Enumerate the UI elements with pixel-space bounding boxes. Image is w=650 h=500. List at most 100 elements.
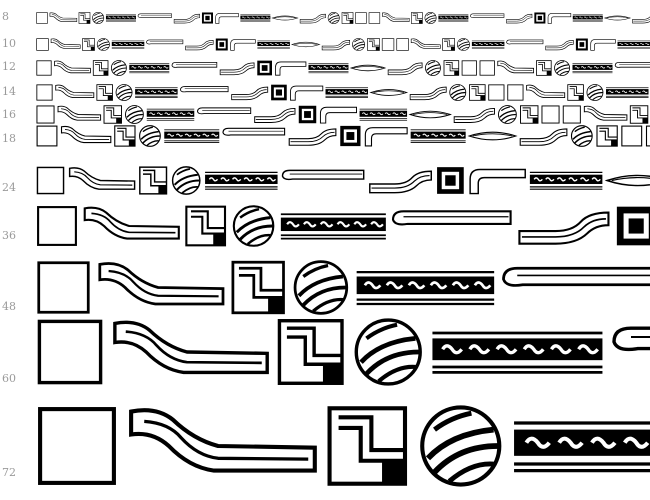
plank-bar-glyph — [506, 39, 544, 45]
framed-square-glyph — [616, 206, 650, 246]
s-curve-bar-glyph — [387, 62, 423, 76]
swoosh-bar-glyph — [60, 125, 112, 144]
corner-square-glyph — [367, 38, 380, 51]
ornament-border-glyph — [129, 63, 170, 74]
swoosh-bar-glyph — [410, 38, 441, 49]
leaf-lens-glyph — [603, 15, 632, 21]
square-frame-glyph — [37, 319, 103, 385]
leaf-lens-glyph — [408, 110, 452, 119]
square-frame-glyph — [396, 38, 409, 51]
marble-ball-glyph — [424, 12, 437, 24]
ornament-border-glyph — [432, 331, 603, 374]
swoosh-bar-glyph — [54, 60, 91, 74]
corner-square-glyph — [114, 125, 136, 147]
marble-ball-glyph — [139, 125, 161, 147]
plank-bar-glyph — [612, 326, 650, 352]
hook-bar-glyph — [230, 39, 256, 51]
swoosh-bar-glyph — [129, 408, 317, 473]
plank-bar-glyph — [470, 13, 505, 18]
size-label-10: 10 — [2, 37, 16, 50]
square-frame-glyph — [36, 12, 48, 24]
square-frame-glyph — [507, 84, 524, 101]
s-curve-bar-glyph — [173, 13, 200, 24]
swoosh-bar-glyph — [83, 206, 180, 240]
swoosh-bar-glyph — [583, 105, 628, 121]
marble-ball-glyph — [425, 60, 441, 76]
hook-bar-glyph — [469, 168, 526, 195]
ornament-border-glyph — [359, 108, 408, 121]
s-curve-bar-glyph — [299, 13, 326, 24]
corner-square-glyph — [596, 125, 618, 147]
corner-square-glyph — [411, 12, 423, 24]
size-label-8: 8 — [2, 10, 9, 23]
size-label-72: 72 — [2, 466, 16, 479]
corner-square-glyph — [78, 12, 91, 24]
glyph-row-60 — [37, 318, 650, 386]
square-frame-glyph — [488, 84, 505, 101]
corner-square-glyph — [96, 84, 113, 101]
square-frame-glyph — [36, 166, 65, 195]
framed-square-glyph — [201, 12, 213, 24]
size-label-48: 48 — [2, 300, 16, 313]
marble-ball-glyph — [354, 318, 422, 386]
ornament-border-glyph — [105, 14, 136, 22]
corner-square-glyph — [567, 84, 584, 101]
glyph-row-10 — [36, 38, 650, 51]
plank-bar-glyph — [614, 62, 650, 68]
leaf-lens-glyph — [271, 15, 299, 21]
ornament-border-glyph — [111, 40, 145, 49]
s-curve-bar-glyph — [231, 86, 269, 101]
size-label-16: 16 — [2, 108, 16, 121]
square-frame-glyph — [36, 105, 55, 124]
marble-ball-glyph — [449, 84, 467, 101]
square-frame-glyph — [36, 60, 52, 76]
corner-square-glyph — [536, 60, 552, 76]
glyph-row-8 — [36, 12, 650, 24]
marble-ball-glyph — [293, 260, 349, 315]
hook-bar-glyph — [364, 127, 408, 147]
corner-square-glyph — [520, 105, 539, 124]
framed-square-glyph — [257, 60, 272, 76]
corner-square-glyph — [469, 84, 486, 101]
plank-bar-glyph — [222, 127, 286, 136]
s-curve-bar-glyph — [369, 170, 432, 194]
corner-square-glyph — [442, 38, 455, 51]
leaf-lens-glyph — [467, 131, 518, 141]
swoosh-bar-glyph — [526, 84, 566, 99]
square-frame-glyph — [621, 125, 643, 147]
swoosh-bar-glyph — [55, 84, 95, 99]
size-label-60: 60 — [2, 372, 16, 385]
ornament-border-glyph — [606, 87, 649, 98]
ornament-border-glyph — [617, 40, 650, 49]
size-label-18: 18 — [2, 132, 16, 145]
marble-ball-glyph — [92, 12, 105, 24]
s-curve-bar-glyph — [506, 13, 533, 24]
square-frame-glyph — [461, 60, 477, 76]
swoosh-bar-glyph — [382, 12, 410, 22]
ornament-border-glyph — [514, 421, 650, 473]
plank-bar-glyph — [281, 169, 365, 181]
swoosh-bar-glyph — [49, 12, 78, 22]
glyph-row-12 — [36, 60, 650, 76]
marble-ball-glyph — [352, 38, 365, 51]
marble-ball-glyph — [586, 84, 604, 101]
plank-bar-glyph — [197, 107, 252, 115]
square-frame-glyph — [541, 105, 560, 124]
marble-ball-glyph — [554, 60, 571, 76]
ornament-border-glyph — [529, 171, 603, 190]
glyph-row-72 — [38, 405, 650, 487]
corner-square-glyph — [231, 260, 285, 315]
corner-square-glyph — [277, 319, 344, 385]
swoosh-bar-glyph — [57, 105, 102, 121]
plank-bar-glyph — [137, 13, 172, 18]
framed-square-glyph — [298, 105, 317, 124]
plank-bar-glyph — [146, 39, 184, 45]
s-curve-bar-glyph — [254, 107, 296, 123]
leaf-lens-glyph — [349, 64, 387, 72]
leaf-lens-glyph — [604, 174, 650, 187]
ornament-border-glyph — [308, 63, 349, 74]
ornament-border-glyph — [146, 108, 195, 121]
s-curve-bar-glyph — [409, 86, 447, 101]
s-curve-bar-glyph — [288, 128, 337, 146]
